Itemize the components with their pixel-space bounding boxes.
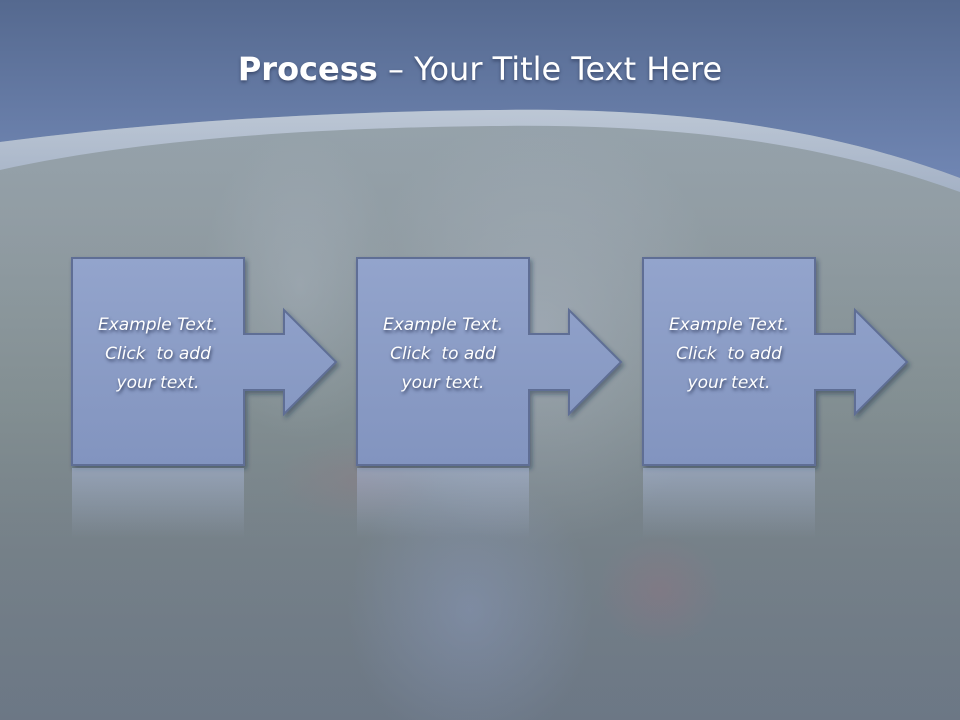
process-step-3[interactable] — [642, 257, 909, 538]
step-2-reflection — [357, 468, 529, 538]
step-3-line-1: Example Text. — [668, 315, 790, 335]
step-1-line-3: your text. — [116, 373, 200, 393]
step-1-text[interactable]: Example Text. Click to add your text. — [72, 311, 244, 398]
header-banner — [0, 0, 960, 192]
step-2-text[interactable]: Example Text. Click to add your text. — [357, 311, 529, 398]
slide-title[interactable]: Process – Your Title Text Here — [0, 50, 960, 88]
step-2-line-1: Example Text. — [382, 315, 504, 335]
title-rest: – Your Title Text Here — [377, 50, 723, 88]
step-2-line-3: your text. — [401, 373, 485, 393]
step-3-line-2: Click to add — [676, 344, 782, 364]
step-1-reflection — [72, 468, 244, 538]
step-1-line-2: Click to add — [105, 344, 211, 364]
step-3-line-3: your text. — [687, 373, 771, 393]
title-bold: Process — [237, 50, 378, 88]
step-1-line-1: Example Text. — [97, 315, 219, 335]
process-step-1[interactable] — [71, 257, 338, 538]
step-2-line-2: Click to add — [390, 344, 496, 364]
step-3-reflection — [643, 468, 815, 538]
process-step-2[interactable] — [356, 257, 623, 538]
step-3-text[interactable]: Example Text. Click to add your text. — [643, 311, 815, 398]
